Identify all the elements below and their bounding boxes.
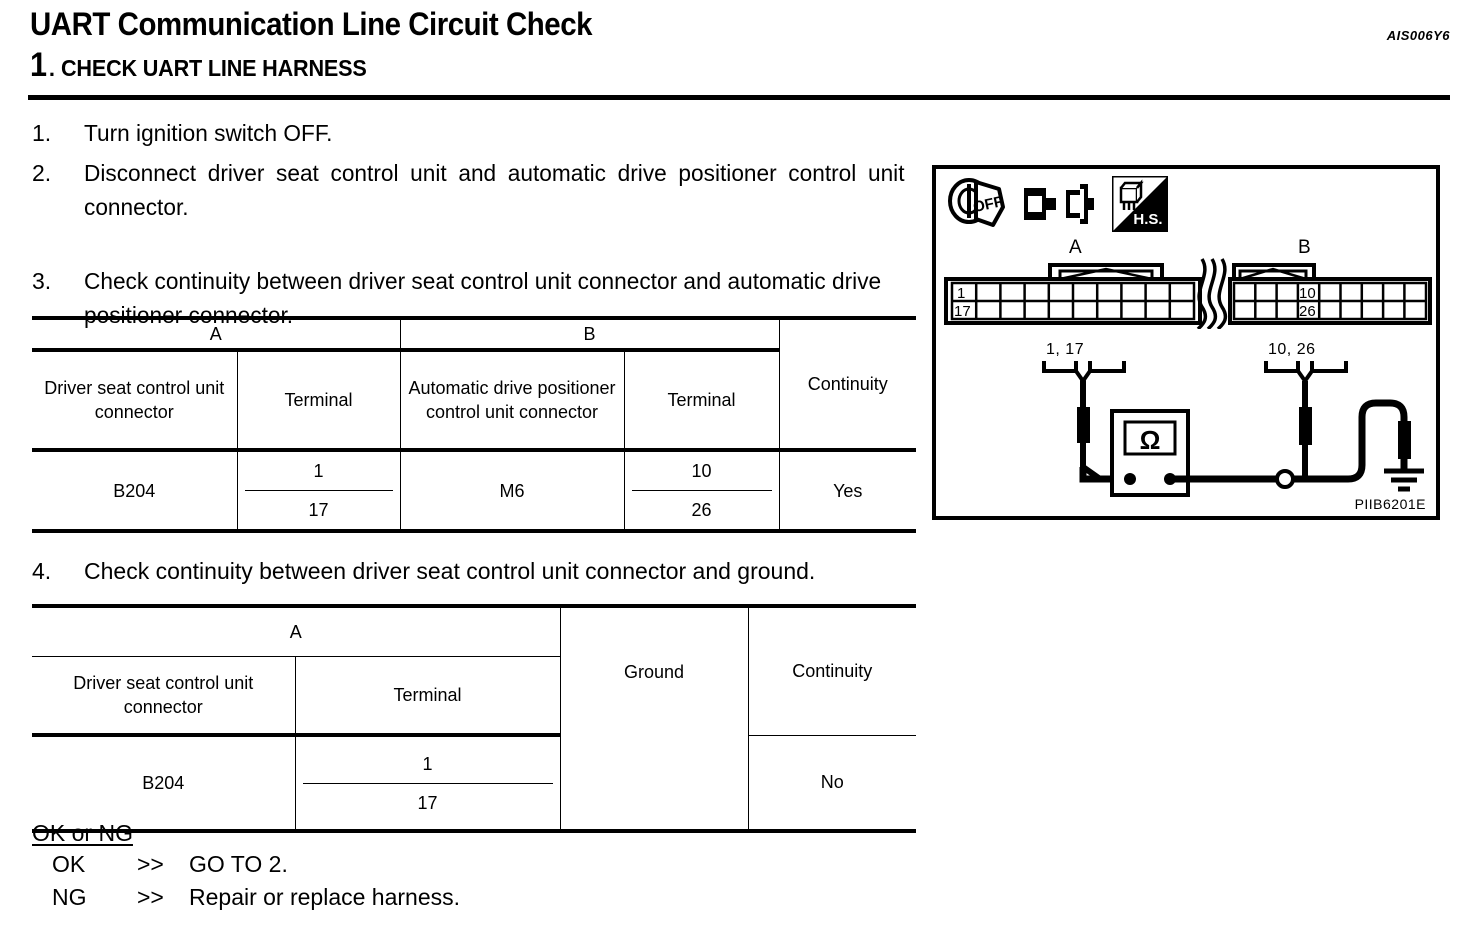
table1-group-a: A — [32, 316, 401, 351]
table-row-group-header: A Ground Continuity — [32, 604, 916, 735]
instruction-number: 1. — [32, 120, 52, 146]
connector-b-label: B — [1298, 237, 1311, 258]
probe-b-label: 10, 26 — [1268, 341, 1316, 358]
table1-header-continuity: Continuity — [778, 316, 916, 450]
terminal-divider — [631, 490, 772, 491]
table1-group-b: B — [399, 316, 780, 351]
ohmmeter-circuit-diagram: Ω — [1042, 361, 1424, 497]
instruction-number: 2. — [32, 160, 52, 186]
table-row: B204 1 17 M6 10 26 Yes — [32, 448, 916, 533]
reference-code: AIS006Y6 — [1386, 28, 1450, 43]
table1-cell-b-terminal-2: 26 — [691, 500, 712, 520]
table-row-column-header: Driver seat control unit connector Termi… — [32, 656, 916, 736]
table1-header-b-connector: Automatic drive positioner control unit … — [399, 348, 625, 451]
instruction-text: Disconnect driver seat control unit and … — [84, 160, 905, 220]
step-4: 4. Check continuity between driver seat … — [32, 555, 815, 587]
table2-header-a-terminal: Terminal — [294, 656, 561, 736]
result-ng-action: Repair or replace harness. — [189, 884, 461, 910]
result-ok-label: OK — [52, 851, 86, 877]
table2-group-a: A — [32, 604, 561, 657]
ignition-switch-off-icon: OFF — [946, 175, 1008, 238]
continuity-table-connector-to-connector: A B Continuity Driver seat control unit … — [32, 316, 916, 533]
instruction-number: 4. — [32, 558, 52, 584]
result-ng-arrow: >> — [137, 884, 164, 910]
probe-tip-right — [1299, 407, 1312, 445]
disconnect-connector-icon — [1022, 178, 1098, 235]
connector-b-pin-bottom: 26 — [1299, 303, 1316, 320]
harness-side-label: H.S. — [1133, 211, 1162, 228]
table1-cell-a-terminal-1: 1 — [313, 461, 324, 481]
table1-header-b-terminal: Terminal — [623, 348, 780, 451]
table1-cell-a-terminal-2: 17 — [308, 500, 329, 520]
table2-cell-a-terminal-2: 17 — [417, 792, 438, 813]
list-item: 1. Turn ignition switch OFF. — [32, 116, 917, 150]
table1-cell-a-connector: B204 — [32, 448, 238, 533]
table1-header-a-terminal: Terminal — [236, 348, 401, 451]
table1-cell-b-terminals: 10 26 — [623, 448, 780, 533]
table2-header-ground: Ground — [559, 604, 749, 735]
header-divider — [28, 95, 1450, 100]
ground-lead — [1305, 399, 1408, 483]
table2-cell-ground-spacer — [559, 735, 749, 833]
instruction-number: 3. — [32, 268, 52, 294]
circuit-diagram: OFF — [932, 165, 1440, 520]
ohmmeter-display — [1123, 420, 1177, 456]
table1-cell-b-connector: M6 — [399, 448, 625, 533]
terminal-divider — [244, 490, 393, 491]
continuity-table-connector-to-ground: A Ground Continuity Driver seat control … — [32, 604, 916, 833]
result-ok-action: GO TO 2. — [189, 851, 288, 877]
connector-a-pin-bottom: 17 — [954, 303, 971, 320]
probe-a-label: 1, 17 — [1046, 341, 1085, 358]
connector-b-pin-top: 10 — [1299, 285, 1316, 302]
step-header: 1 . CHECK UART LINE HARNESS — [30, 48, 386, 82]
connector-pin-diagram: 1 17 10 26 — [944, 258, 1432, 329]
table-row-group-header: A B Continuity — [32, 316, 916, 450]
table-row-column-header: Driver seat control unit connector Termi… — [32, 348, 916, 451]
figure-id: PIIB6201E — [1354, 496, 1426, 512]
result-block: OK or NG OK >> GO TO 2. NG >> Repair or … — [32, 818, 460, 914]
list-item: 2. Disconnect driver seat control unit a… — [32, 156, 917, 258]
step-number-dot: . — [48, 56, 56, 81]
meter-terminal-left — [1124, 473, 1136, 485]
table2-cell-a-connector: B204 — [32, 733, 296, 833]
instruction-text: Turn ignition switch OFF. — [84, 120, 333, 146]
ground-lead-tip — [1398, 421, 1411, 459]
connector-a-label: A — [1069, 237, 1082, 258]
ohm-symbol: Ω — [1140, 425, 1161, 455]
instruction-list: 1. Turn ignition switch OFF. 2. Disconne… — [32, 116, 917, 338]
table-row: B204 1 17 No — [32, 733, 916, 833]
table1-cell-a-terminals: 1 17 — [236, 448, 401, 533]
step-number: 1 — [30, 46, 48, 84]
result-row-ok: OK >> GO TO 2. — [52, 848, 460, 881]
table1-cell-b-terminal-1: 10 — [691, 461, 712, 481]
junction-node — [1275, 469, 1295, 489]
result-row-ng: NG >> Repair or replace harness. — [52, 881, 460, 914]
ground-symbol — [1384, 468, 1424, 492]
table2-header-a-connector: Driver seat control unit connector — [32, 656, 296, 736]
table2-cell-continuity: No — [747, 734, 916, 833]
step-title: CHECK UART LINE HARNESS — [61, 55, 367, 81]
instruction-text: Check continuity between driver seat con… — [84, 558, 816, 584]
harness-side-icon: H.S. — [1110, 174, 1170, 237]
result-title: OK or NG — [32, 820, 133, 846]
table2-header-continuity: Continuity — [747, 604, 916, 735]
probe-tip-left — [1077, 407, 1090, 443]
result-ok-arrow: >> — [137, 851, 164, 877]
table1-header-a-connector: Driver seat control unit connector — [32, 348, 238, 451]
ignition-off-text: OFF — [972, 193, 1005, 216]
table2-cell-a-terminals: 1 17 — [294, 733, 561, 833]
result-ng-label: NG — [52, 884, 87, 910]
diagram-icon-row: OFF — [946, 174, 1170, 238]
page-title: UART Communication Line Circuit Check — [30, 6, 593, 42]
table1-cell-continuity: Yes — [778, 448, 916, 533]
connector-a-pin-top: 1 — [957, 285, 965, 302]
terminal-divider — [302, 782, 553, 784]
table2-cell-a-terminal-1: 1 — [422, 753, 433, 774]
